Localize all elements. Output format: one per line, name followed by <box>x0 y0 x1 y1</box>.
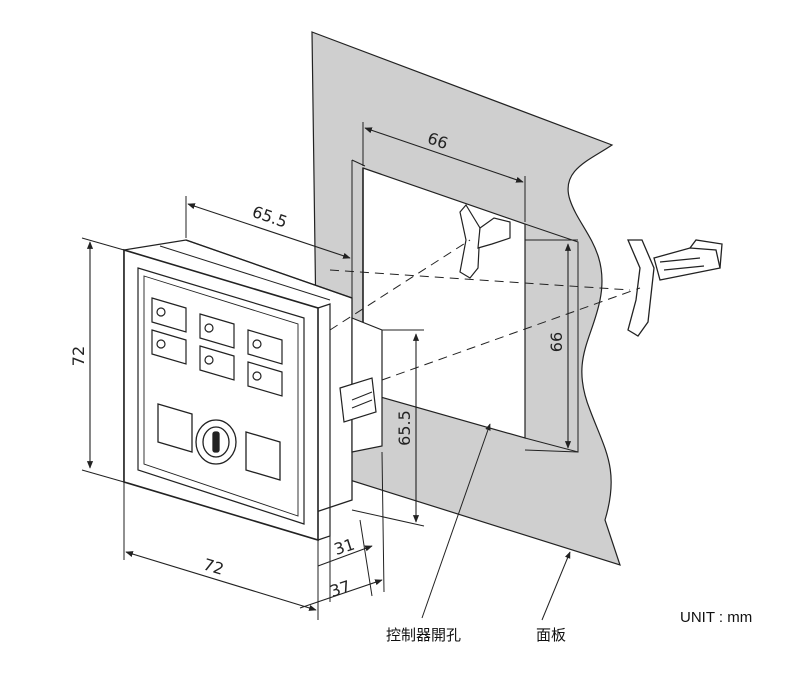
dim-cutout-height: 66 <box>524 239 579 453</box>
clip-in-cutout <box>459 203 511 279</box>
indicator-button <box>151 297 187 333</box>
mounting-panel <box>311 31 621 566</box>
dim-front-height: 72 <box>69 237 125 483</box>
label-cutout: 控制器開孔 <box>386 626 461 644</box>
indicator-button-grid <box>151 297 283 397</box>
leader-lines <box>421 423 571 621</box>
dim-depth: 31 37 <box>299 451 385 609</box>
dim-label: 66 <box>547 332 566 352</box>
loose-clip <box>627 239 723 337</box>
label-unit: UNIT : mm <box>680 609 752 626</box>
key-switch-icon <box>195 419 237 465</box>
left-square-button <box>157 403 193 453</box>
alignment-lines <box>329 239 641 381</box>
indicator-button <box>247 361 283 397</box>
dim-label: 72 <box>201 555 226 579</box>
indicator-button <box>199 345 235 381</box>
indicator-button <box>199 313 235 349</box>
large-buttons <box>157 403 281 481</box>
dim-label: 65.5 <box>395 410 414 446</box>
right-square-button <box>245 431 281 481</box>
indicator-button <box>151 329 187 365</box>
dim-label: 31 <box>332 535 357 559</box>
dim-body-width: 65.5 <box>185 196 353 296</box>
dim-label: 37 <box>328 577 353 601</box>
dim-label: 72 <box>69 346 88 366</box>
label-panel: 面板 <box>536 626 566 644</box>
indicator-button <box>247 329 283 365</box>
dim-body-height: 65.5 <box>351 329 425 527</box>
